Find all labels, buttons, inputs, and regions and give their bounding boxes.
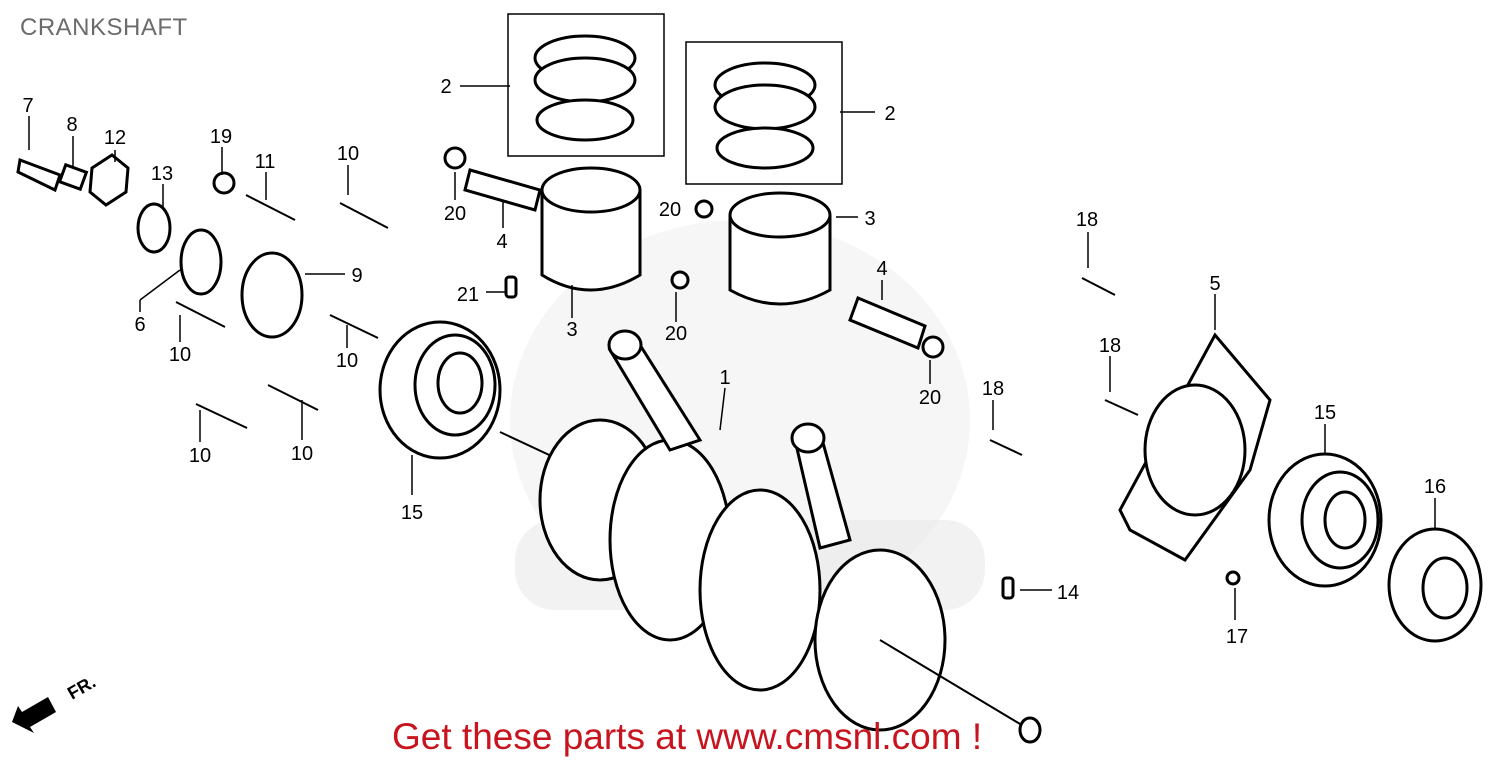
callout-numbers: 7 8 12 19 11 10 13 2 2 20 4 20 3 9 6 21 … — [22, 76, 1446, 648]
callout-5: 5 — [1209, 273, 1220, 295]
callout-17: 17 — [1226, 626, 1248, 648]
callout-10: 10 — [336, 350, 358, 372]
callout-21: 21 — [457, 284, 479, 306]
callout-3: 3 — [864, 208, 875, 230]
callout-18: 18 — [982, 378, 1004, 400]
small-parts-left — [16, 153, 1241, 600]
callout-15: 15 — [401, 502, 423, 524]
callout-9: 9 — [351, 265, 362, 287]
callout-11: 11 — [255, 151, 276, 173]
leader-lines — [28, 85, 1436, 620]
piston-pin-left — [463, 168, 542, 212]
callout-15: 15 — [1314, 402, 1336, 424]
callout-13: 13 — [151, 163, 173, 185]
callout-1: 1 — [719, 367, 730, 389]
callout-19: 19 — [210, 126, 232, 148]
piston-pin-clip — [443, 146, 467, 170]
piston-left — [540, 166, 642, 292]
callout-14: 14 — [1057, 582, 1079, 604]
callout-2: 2 — [884, 103, 895, 125]
callout-18: 18 — [1099, 335, 1121, 357]
bearing-left — [378, 320, 502, 460]
callout-4: 4 — [876, 258, 887, 280]
callout-2: 2 — [440, 76, 451, 98]
piston-right — [728, 191, 832, 306]
piston-pin-clip — [694, 199, 714, 219]
crankshaft-assembly — [499, 329, 1042, 744]
bearing-right — [1267, 452, 1383, 588]
callout-20: 20 — [665, 323, 687, 345]
piston-pin-clip — [921, 335, 945, 359]
callout-18: 18 — [1076, 209, 1098, 231]
piston-ring-set-left — [507, 13, 665, 157]
callout-20: 20 — [659, 199, 681, 221]
callout-10: 10 — [337, 143, 359, 165]
callout-16: 16 — [1424, 476, 1446, 498]
callout-12: 12 — [104, 127, 126, 149]
callout-6: 6 — [134, 314, 145, 336]
promo-link-text[interactable]: Get these parts at www.cmsnl.com ! — [392, 716, 983, 757]
callout-4: 4 — [496, 231, 507, 253]
callout-20: 20 — [444, 203, 466, 225]
callout-3: 3 — [566, 319, 577, 341]
callout-10: 10 — [291, 443, 313, 465]
diagram-title: CRANKSHAFT — [20, 14, 188, 41]
callout-7: 7 — [22, 95, 33, 117]
callout-20: 20 — [919, 387, 941, 409]
piston-pin-clip — [670, 270, 690, 290]
callout-10: 10 — [189, 445, 211, 467]
front-direction-arrow: FR. — [12, 672, 99, 733]
piston-pin-right — [848, 296, 927, 351]
bearing-holder-plate — [1118, 332, 1272, 562]
piston-ring-set-right — [685, 41, 843, 185]
callout-10: 10 — [169, 344, 191, 366]
oil-seal — [1387, 527, 1483, 643]
front-direction-label: FR. — [64, 672, 99, 704]
callout-8: 8 — [66, 114, 77, 136]
